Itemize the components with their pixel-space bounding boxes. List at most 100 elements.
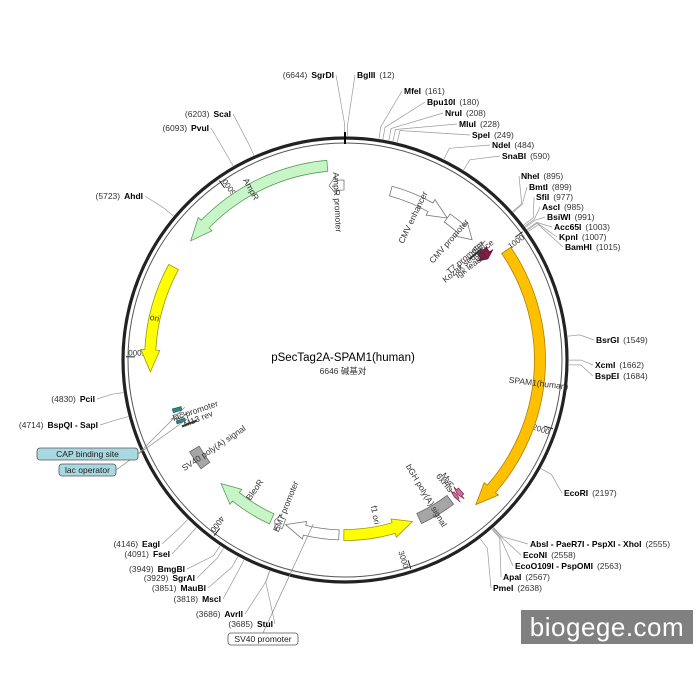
ampr-promoter-arrow [328,175,345,196]
site-line-pcii [96,392,124,400]
site-line-bmti [513,186,528,213]
site-position: (6644) [283,70,308,80]
site-line-ndei [443,144,491,160]
igk-leader-arrow [477,246,494,262]
site-label-ndei: NdeI(484) [492,140,534,150]
site-position: (2558) [551,550,576,560]
site-line-asci [524,206,541,227]
site-label-maubi: (3851)MauBI [152,583,206,593]
site-label-sgrdi: (6644)SgrDI [283,70,334,80]
site-line-bglii [347,74,356,137]
site-label-bspqi-sapi: (4714)BspQI - SapI [19,420,98,430]
site-line-spei [396,130,471,143]
site-name: SgrAI [172,573,195,583]
site-position: (3818) [174,594,199,604]
site-position: (3949) [129,564,154,574]
site-line-ecoo109i-pspomi [492,528,514,567]
site-position: (895) [543,171,563,181]
site-line-bsrgi [567,334,595,341]
site-name: BmtI [529,182,548,192]
site-position: (6093) [162,123,187,133]
site-name: KpnI [559,232,578,242]
site-name: BglII [357,70,375,80]
site-name: MscI [202,594,221,604]
site-name: SfiI [536,192,549,202]
site-line-pvui [210,127,234,167]
t7-promoter-arrow [471,240,486,253]
tick-label-5000: 5000 [128,348,146,357]
site-label-ecori: EcoRI (2197) [564,488,617,498]
site-position: (1003) [585,222,610,232]
sv40-promoter-label-line [262,523,314,634]
tick-label-3000: 3000 [396,550,410,570]
site-position: (1007) [582,232,607,242]
site-line-ahdi [144,195,174,217]
cap-binding-site-label-line [137,407,186,455]
site-name: SnaBI [502,151,526,161]
site-name: AbsI - PaeR7I - PspXI - XhoI [530,539,641,549]
site-line-msci [222,559,245,600]
bleor-label: BleoR [244,477,265,502]
site-position: (1015) [596,242,621,252]
site-label-econi: EcoNI (2558) [523,550,576,560]
site-name: StuI [257,619,273,629]
site-line-bsiwi [525,216,546,228]
tick-4000 [213,528,221,536]
ampr-arrow [190,159,329,242]
site-label-xcmi: XcmI(1662) [595,360,644,370]
site-name: EcoNI [523,550,547,560]
sv40-polya-arrow [189,445,211,470]
site-label-eagi: (4146)EagI [113,539,160,549]
site-name: AhdI [124,191,143,201]
site-line-sgrdi [335,74,345,136]
site-position: (2197) [592,488,617,498]
site-line-sgrai [196,548,224,579]
cmv-enhancer-arrow [389,185,449,219]
site-label-apai: ApaI (2567) [503,572,550,582]
site-label-sgrai: (3929)SgrAI [144,573,195,583]
site-name: EcoO109I - PspOMI [515,561,593,571]
site-label-fsei: (4091)FseI [124,549,170,559]
cmv-promoter-arrow [443,213,473,241]
site-name: EagI [142,539,160,549]
site-line-fsei [171,527,197,555]
tick-3000 [407,560,412,570]
plasmid-size: 6646 碱基对 [320,366,367,376]
site-position: (2638) [517,583,542,593]
watermark: biogege.com [521,610,693,644]
site-line-maubi [207,556,239,589]
site-position: (249) [494,130,514,140]
site-name: ApaI [503,572,521,582]
his-tag-label: 6xHis [434,471,455,494]
site-name: EcoRI [564,488,588,498]
sv40-promoter-arrow [284,521,340,541]
site-line-xcmi [569,359,594,366]
site-line-bspqi-sapi [99,416,129,426]
site-name: NruI [445,108,462,118]
site-line-apai [491,528,502,578]
site-name: MluI [459,119,476,129]
site-label-ahdi: (5723)AhdI [96,191,143,201]
tick-6000 [218,180,226,189]
site-name: PciI [80,394,95,404]
site-name: PvuI [191,123,209,133]
site-label-msci: (3818)MscI [174,594,221,604]
spam1-gene-arrow [475,246,546,506]
site-label-bsrgi: BsrGI(1549) [596,335,648,345]
site-name: BmgBI [158,564,185,574]
site-line-avrii [244,570,270,615]
site-name: SpeI [472,130,490,140]
site-label-bsiwi: BsiWI(991) [547,212,595,222]
site-label-bmti: BmtI(899) [529,182,572,192]
site-name: NdeI [492,140,510,150]
site-name: BspEI [595,371,619,381]
site-name: MfeI [404,86,421,96]
site-line-ecori [540,468,563,494]
f1-ori-arrow [343,518,414,541]
site-position: (3685) [228,619,253,629]
sv40-polya-label: SV40 poly(A) signal [180,423,248,473]
site-position: (2567) [525,572,550,582]
tick-label-4000: 4000 [208,514,226,534]
site-position: (3929) [144,573,169,583]
f1-ori-label: f1 ori [369,505,382,526]
